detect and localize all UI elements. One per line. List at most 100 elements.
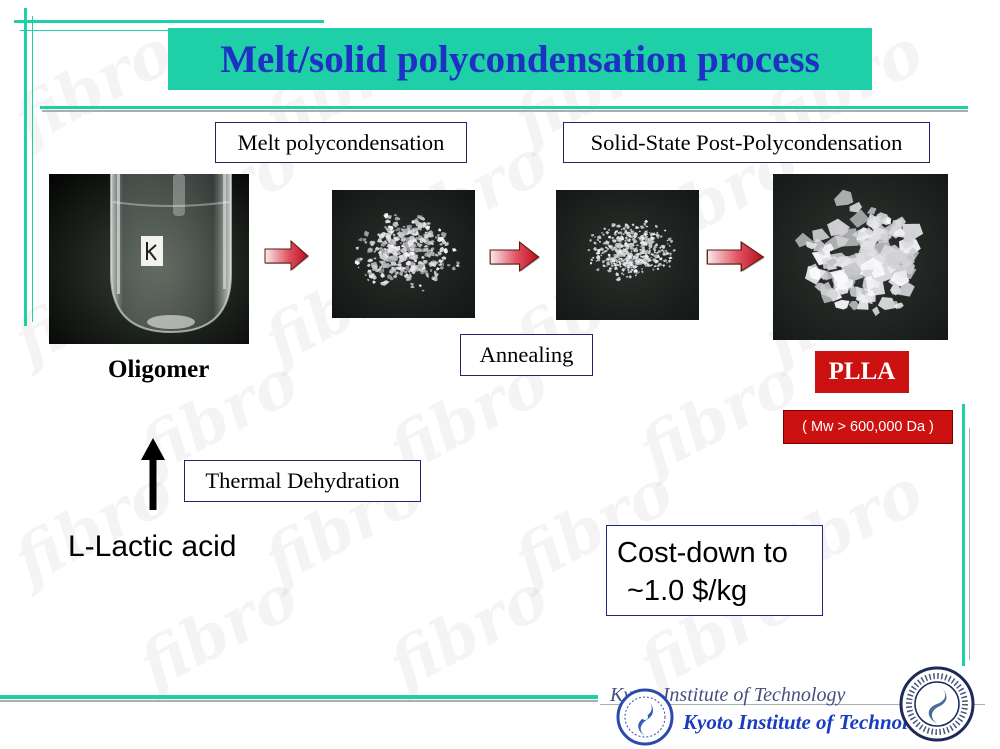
crystal-particle (645, 225, 649, 228)
crystal-particle (618, 261, 620, 263)
crystal-particle (436, 234, 440, 238)
crystal-particle (412, 271, 416, 275)
crystal-particle (440, 262, 445, 267)
crystal-particle (417, 215, 423, 220)
crystal-particle (634, 262, 638, 266)
crystal-particle (614, 265, 619, 271)
crystal-particle (661, 244, 666, 248)
crystal-particle (378, 268, 385, 274)
crystal-particle (619, 265, 623, 268)
watermark-text: fibro (377, 559, 560, 704)
crystal-particle (664, 249, 668, 253)
crystal-particle (427, 222, 431, 225)
crystal-particle (607, 228, 610, 231)
crystal-particle (383, 225, 388, 230)
crystal-particle (621, 267, 626, 272)
crystal-particle (407, 239, 414, 246)
crystal-particle (864, 227, 874, 236)
crystal-particle (590, 233, 594, 237)
crystal-particle (795, 232, 814, 248)
crystal-particle (602, 241, 606, 245)
decorative-line (32, 16, 33, 322)
crystal-particle (615, 272, 619, 276)
crystal-particle (380, 281, 386, 286)
crystal-particle (413, 230, 417, 234)
crystal-particle (605, 230, 610, 235)
crystal-particle (859, 257, 886, 280)
crystal-particle (866, 213, 882, 231)
crystal-particle (616, 242, 619, 245)
crystal-particle (404, 265, 410, 272)
crystal-particle (435, 261, 439, 264)
crystal-particle (606, 247, 610, 251)
crystal-particle (893, 228, 906, 238)
crystal-particle (399, 242, 403, 245)
tube-label (141, 236, 163, 266)
crystal-particle (652, 232, 656, 236)
crystal-particle (633, 247, 638, 252)
crystal-particle (412, 238, 416, 243)
crystal-particle (423, 270, 428, 275)
crystal-particle (645, 230, 648, 233)
photo-background (556, 190, 699, 320)
crystal-particle (595, 268, 600, 271)
decorative-line (600, 704, 985, 705)
crystal-particle (595, 255, 601, 260)
crystal-particle (626, 225, 630, 230)
crystal-particle (629, 275, 632, 278)
crystal-particle (632, 265, 637, 269)
crystal-particle (635, 274, 637, 277)
crystal-particle (402, 225, 406, 228)
crystal-particle (355, 246, 359, 250)
crystal-particle (390, 230, 394, 234)
crystal-particle (407, 229, 414, 235)
crystal-particle (423, 244, 429, 248)
crystal-particle (396, 250, 400, 254)
crystal-particle (652, 258, 657, 262)
crystal-particle (402, 266, 407, 270)
crystal-particle (866, 207, 877, 215)
crystal-particle (602, 233, 605, 236)
title-banner: Melt/solid polycondensation process (168, 28, 872, 90)
crystal-particle (659, 235, 663, 238)
solid-state-label: Solid-State Post-Polycondensation (563, 122, 930, 163)
footer-institution-ghost: Kyoto Institute of Technology (610, 684, 846, 706)
crystal-particle (598, 235, 601, 237)
title-underline-shadow (42, 110, 968, 112)
crystal-particle (669, 252, 672, 255)
crystal-particle (618, 258, 620, 261)
crystal-particle (389, 225, 394, 231)
crystal-particle (639, 251, 643, 255)
crystal-particle (402, 269, 406, 273)
crystal-particle (624, 230, 628, 235)
tube-label-mark (146, 242, 157, 261)
crystal-particle (634, 254, 638, 257)
crystal-particle (421, 289, 425, 292)
crystal-particle (630, 268, 634, 272)
crystal-particle (639, 248, 642, 251)
crystal-particle (396, 271, 399, 274)
crystal-particle (613, 246, 617, 249)
crystal-particle (644, 249, 650, 253)
crystal-particle (644, 265, 647, 267)
crystal-particle (424, 253, 430, 257)
crystal-particle (903, 232, 917, 243)
crystal-particle (394, 227, 401, 232)
crystal-particle (644, 219, 649, 224)
crystal-particle (427, 254, 432, 258)
crystal-particle (391, 254, 399, 262)
crystal-particle (621, 237, 625, 241)
crystal-particle (385, 235, 392, 243)
crystal-particle (380, 262, 389, 268)
crystal-particle (406, 224, 413, 229)
crystal-particle (431, 247, 435, 251)
crystal-particle (651, 253, 654, 255)
crystal-particle (408, 250, 411, 254)
cost-line-1: Cost-down to (617, 537, 788, 569)
crystal-particle (624, 242, 627, 246)
crystal-particle (628, 238, 631, 241)
crystal-particle (451, 266, 456, 271)
crystal-particle (387, 274, 392, 280)
crystal-particle (397, 218, 401, 221)
crystal-particle (849, 286, 863, 298)
